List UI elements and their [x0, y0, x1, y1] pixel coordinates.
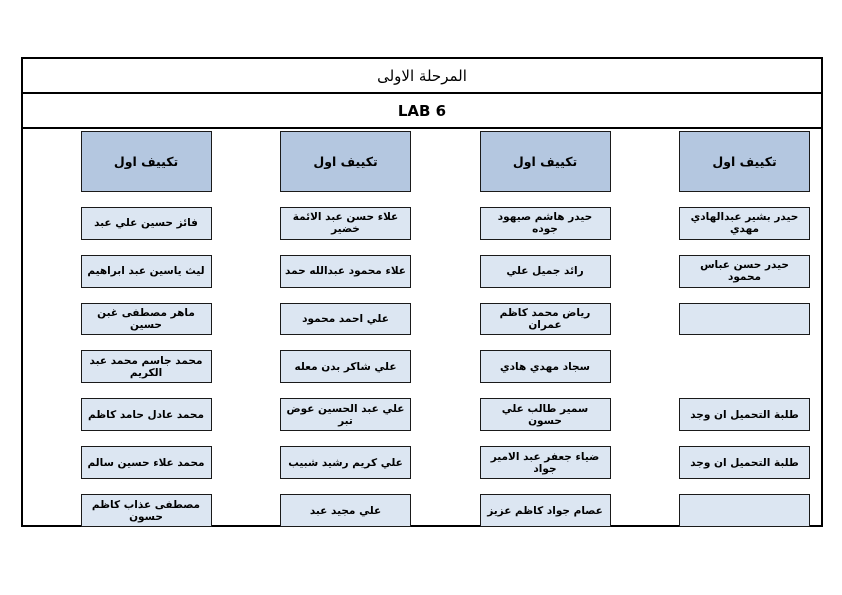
stage-title-text: المرحلة الاولى [377, 66, 467, 85]
column-header-2: تكييف اول [280, 131, 411, 192]
student-name-cell: سمير طالب علي حسون [479, 398, 611, 432]
student-name-cell: علي شاكر بدن معله [280, 350, 411, 384]
student-name-cell: ضياء جعفر عبد الامير جواد [479, 446, 611, 480]
group-column-1: تكييف اول فائز حسين علي عبد ليث ياسين عبد … [23, 129, 223, 528]
student-name-cell: علي احمد محمود [280, 302, 411, 336]
group-column-2: تكييف اول علاء حسن عبد الائمة خضير علاء مح… [223, 129, 423, 528]
student-name-cell: محمد عادل حامد كاظم [80, 398, 212, 432]
student-name-cell: علي مجيد عبد [280, 494, 411, 528]
schedule-sheet: المرحلة الاولى LAB 6 تكييف اول فائز حسين … [21, 57, 823, 528]
stage-title: المرحلة الاولى [23, 59, 821, 94]
student-name-cell: طلبة التحميل ان وجد [679, 398, 810, 432]
student-name-cell: علاء حسن عبد الائمة خضير [280, 206, 411, 240]
student-name-cell: محمد جاسم محمد عبد الكريم [80, 350, 212, 384]
student-name-cell: فائز حسين علي عبد [80, 206, 212, 240]
student-name-cell: علي عبد الحسين عوض تبر [280, 398, 411, 432]
student-name-cell: رياض محمد كاظم عمران [479, 302, 611, 336]
student-name-cell: رائد جميل علي [479, 254, 611, 288]
lab-title: LAB 6 [23, 94, 821, 129]
group-columns-grid: تكييف اول فائز حسين علي عبد ليث ياسين عبد … [23, 129, 822, 528]
student-name-cell: علاء محمود عبدالله حمد [280, 254, 411, 288]
column-header-1: تكييف اول [80, 131, 212, 192]
empty-cell [679, 494, 810, 528]
student-name-cell: محمد علاء حسين سالم [80, 446, 212, 480]
student-name-cell: طلبة التحميل ان وجد [679, 446, 810, 480]
column-header-4: تكييف اول [679, 131, 810, 192]
student-name-cell: حيدر هاشم صيهود جوده [479, 206, 611, 240]
student-name-cell: ليث ياسين عبد ابراهيم [80, 254, 212, 288]
student-name-cell: حيدر حسن عباس محمود [679, 254, 810, 288]
lab-title-text: LAB 6 [397, 101, 447, 120]
student-name-cell: مصطفى عذاب كاظم حسون [80, 494, 212, 528]
student-name-cell: حيدر بشير عبدالهادي مهدي [679, 206, 810, 240]
student-name-cell: ماهر مصطفى غبن حسين [80, 302, 212, 336]
group-column-3: تكييف اول حيدر هاشم صيهود جوده رائد جميل ع… [422, 129, 622, 528]
group-column-4: تكييف اول حيدر بشير عبدالهادي مهدي حيدر حس… [622, 129, 822, 528]
empty-cell [679, 350, 810, 383]
student-name-cell: سجاد مهدي هادي [479, 350, 611, 384]
empty-cell [679, 302, 810, 336]
student-name-cell: علي كريم رشيد شبيب [280, 446, 411, 480]
student-name-cell: عصام جواد كاظم عزيز [479, 494, 611, 528]
column-header-3: تكييف اول [479, 131, 611, 192]
